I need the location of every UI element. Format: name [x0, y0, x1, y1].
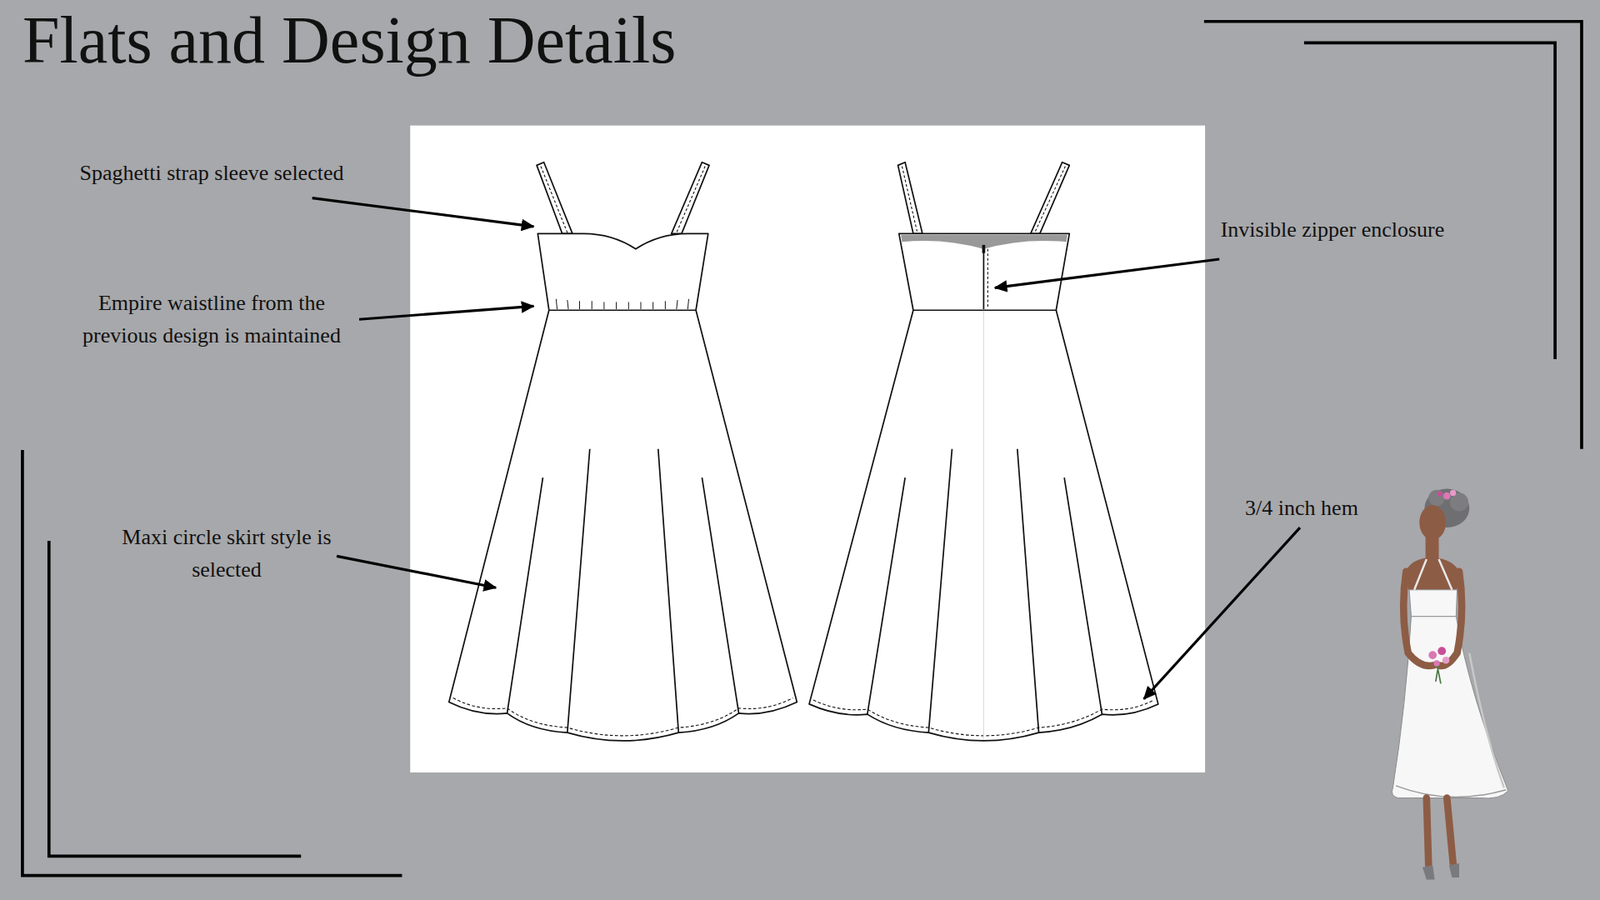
corner-bracket — [22, 21, 1582, 876]
leader-arrow — [312, 198, 1300, 700]
back-flat — [809, 162, 1159, 741]
front-flat — [449, 162, 798, 741]
fashion-figure — [1391, 489, 1508, 880]
design-callout: Invisible zipper enclosure — [1207, 213, 1458, 246]
design-callout: 3/4 inch hem — [1218, 491, 1385, 525]
design-callout: Empire waistline from the previous desig… — [70, 286, 354, 352]
flat-panel — [410, 125, 1205, 773]
slide-title: Flats and Design Details — [22, 6, 676, 74]
design-callout: Maxi circle skirt style is selected — [101, 520, 352, 586]
design-callout: Spaghetti strap sleeve selected — [70, 156, 354, 190]
